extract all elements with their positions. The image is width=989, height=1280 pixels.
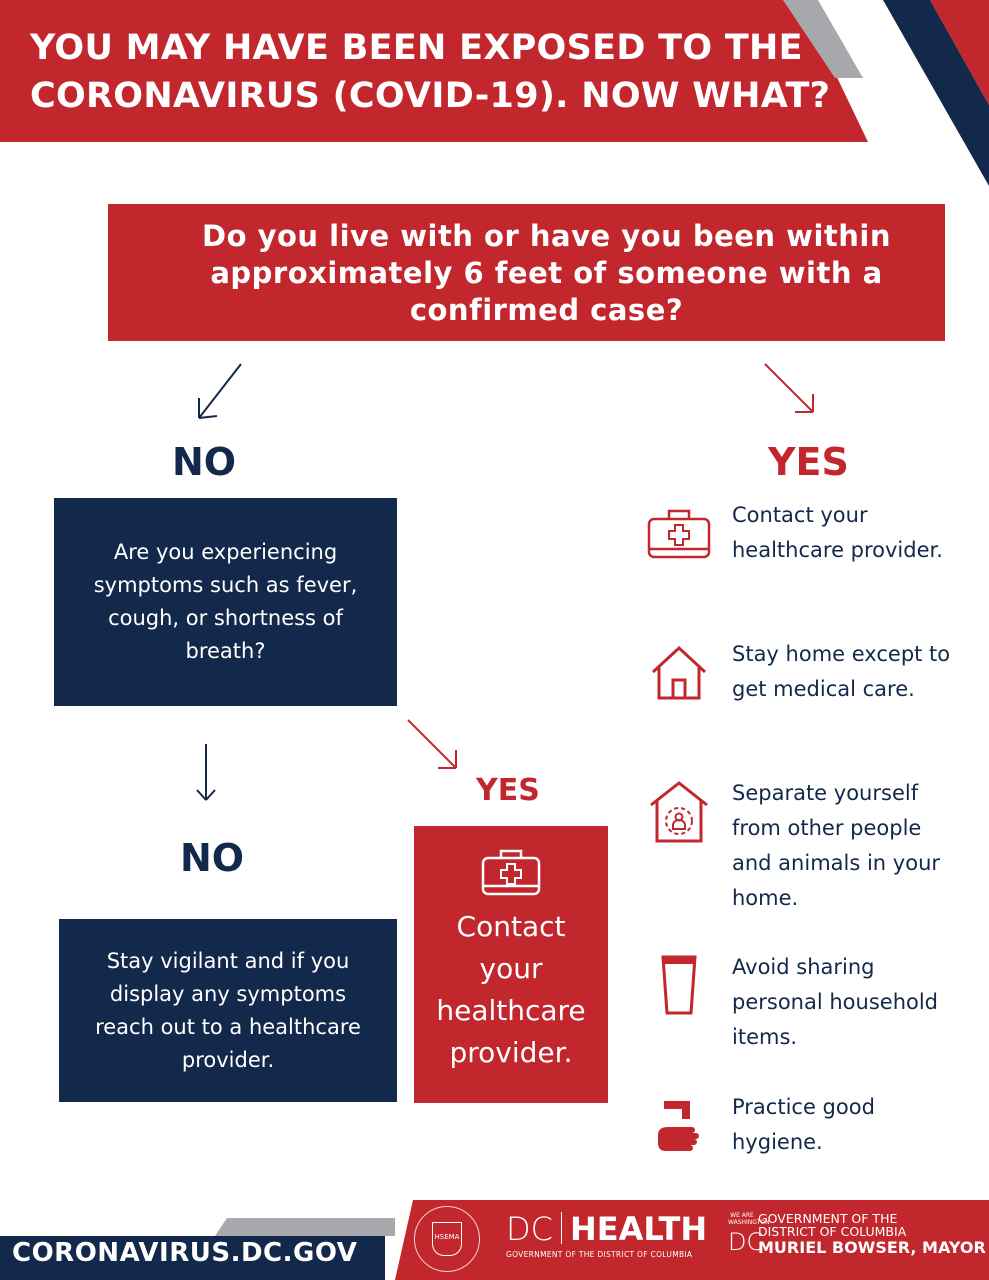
yes-label-2: YES — [476, 773, 540, 808]
step-contact-provider: Contact your healthcare provider. — [644, 498, 974, 568]
step-text: Stay home except to get medical care. — [732, 642, 951, 701]
house-icon — [644, 637, 714, 707]
step-avoid-sharing: Avoid sharing personal household items. — [644, 950, 974, 1055]
no-label-2: NO — [180, 836, 245, 880]
gov-line-1: GOVERNMENT OF THE — [758, 1211, 898, 1226]
gov-line-2: DISTRICT OF COLUMBIA — [758, 1224, 907, 1239]
step-text: Separate yourself from other people and … — [732, 781, 941, 910]
footer-gray-stripe — [215, 1218, 395, 1236]
title-line-2: CORONAVIRUS (COVID-19). NOW WHAT? — [30, 76, 831, 116]
dc-mark: DC — [728, 1228, 764, 1256]
dc-health-logo: DC HEALTH GOVERNMENT OF THE DISTRICT OF C… — [506, 1210, 707, 1259]
isolated-person-house-icon — [644, 776, 714, 846]
step-separate: Separate yourself from other people and … — [644, 776, 974, 916]
footer-band — [395, 1200, 989, 1280]
dc-health-dc: DC — [506, 1210, 553, 1248]
step-text: Avoid sharing personal household items. — [732, 955, 939, 1049]
hsema-seal-logo: HSEMA — [414, 1206, 480, 1272]
first-aid-kit-icon — [644, 498, 714, 568]
we-are-washington: WE ARE WASHINGTON — [728, 1212, 770, 1226]
yes-advice-text: Contact your healthcare provider. — [436, 910, 586, 1069]
no-label: NO — [172, 440, 237, 484]
dc-health-health: HEALTH — [569, 1210, 708, 1248]
step-stay-home: Stay home except to get medical care. — [644, 637, 974, 707]
seal-text: HSEMA — [432, 1222, 462, 1256]
dc-government-logo: WE ARE WASHINGTON DC GOVERNMENT OF THE DI… — [728, 1212, 986, 1258]
main-question: Do you live with or have you been within… — [108, 204, 945, 341]
symptoms-question-box: Are you experiencing symptoms such as fe… — [54, 498, 397, 706]
header-banner — [0, 0, 868, 142]
yes-advice-box: Contact your healthcare provider. — [414, 826, 608, 1103]
page-title: YOU MAY HAVE BEEN EXPOSED TO THE CORONAV… — [30, 24, 830, 120]
cup-icon — [644, 950, 714, 1020]
title-line-1: YOU MAY HAVE BEEN EXPOSED TO THE — [30, 28, 803, 68]
dc-health-subtitle: GOVERNMENT OF THE DISTRICT OF COLUMBIA — [506, 1250, 693, 1259]
no-advice-box: Stay vigilant and if you display any sym… — [59, 919, 397, 1102]
step-hygiene: Practice good hygiene. — [644, 1090, 974, 1160]
hand-washing-icon — [644, 1090, 714, 1160]
yes-label: YES — [768, 440, 849, 484]
mayor-name: MURIEL BOWSER, MAYOR — [758, 1238, 986, 1257]
website-link[interactable]: CORONAVIRUS.DC.GOV — [0, 1236, 385, 1280]
step-text: Practice good hygiene. — [732, 1095, 875, 1154]
arrow-down-left-icon — [198, 363, 242, 419]
arrow-down-right-icon — [764, 363, 814, 413]
first-aid-kit-icon — [481, 849, 541, 896]
step-text: Contact your healthcare provider. — [732, 503, 943, 562]
arrow-down-right-icon-2 — [407, 719, 457, 769]
arrow-down-icon — [196, 744, 216, 801]
